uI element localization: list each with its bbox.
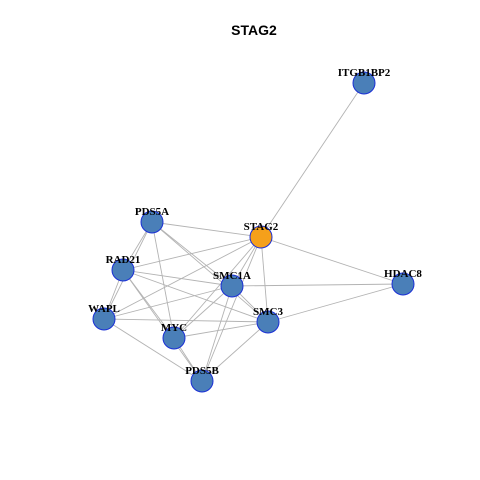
edge-smc1a-myc bbox=[173, 285, 233, 339]
edge-smc3-wapl bbox=[103, 318, 269, 323]
node-smc3[interactable] bbox=[256, 310, 280, 334]
edge-pds5a-myc bbox=[151, 221, 175, 339]
node-label-rad21: RAD21 bbox=[106, 254, 141, 266]
edge-stag2-smc3 bbox=[260, 236, 269, 323]
node-layer bbox=[92, 71, 415, 393]
node-label-smc1a: SMC1A bbox=[213, 270, 251, 282]
edge-stag2-hdac8 bbox=[260, 236, 404, 285]
node-label-wapl: WAPL bbox=[88, 303, 120, 315]
node-label-itgb1bp2: ITGB1BP2 bbox=[338, 67, 391, 79]
edge-wapl-pds5b bbox=[103, 318, 203, 382]
edge-stag2-wapl bbox=[103, 236, 262, 320]
node-itgb1bp2[interactable] bbox=[352, 71, 376, 95]
edge-smc1a-pds5b bbox=[201, 285, 233, 382]
edge-rad21-smc3 bbox=[122, 269, 269, 323]
node-label-pds5b: PDS5B bbox=[185, 365, 219, 377]
edge-stag2-itgb1bp2 bbox=[260, 82, 365, 238]
edge-smc3-pds5b bbox=[201, 321, 269, 382]
edge-pds5a-smc3 bbox=[151, 221, 269, 323]
node-label-pds5a: PDS5A bbox=[135, 206, 169, 218]
edge-rad21-pds5b bbox=[122, 269, 203, 382]
node-pds5b[interactable] bbox=[190, 369, 214, 393]
node-wapl[interactable] bbox=[92, 307, 116, 331]
node-pds5a[interactable] bbox=[140, 210, 164, 234]
edge-smc1a-hdac8 bbox=[231, 283, 404, 287]
node-label-myc: MYC bbox=[161, 322, 187, 334]
edge-smc3-hdac8 bbox=[267, 283, 404, 323]
node-stag2[interactable] bbox=[249, 225, 273, 249]
node-label-hdac8: HDAC8 bbox=[384, 268, 422, 280]
diagram-title: STAG2 bbox=[231, 22, 277, 38]
edge-stag2-pds5a bbox=[151, 221, 262, 238]
edge-smc1a-wapl bbox=[103, 285, 233, 320]
edge-smc3-myc bbox=[173, 321, 269, 339]
edge-stag2-myc bbox=[173, 236, 262, 339]
node-rad21[interactable] bbox=[111, 258, 135, 282]
node-myc[interactable] bbox=[162, 326, 186, 350]
edge-pds5a-smc1a bbox=[151, 221, 233, 287]
node-label-stag2: STAG2 bbox=[244, 221, 279, 233]
node-smc1a[interactable] bbox=[220, 274, 244, 298]
node-hdac8[interactable] bbox=[391, 272, 415, 296]
edge-rad21-smc1a bbox=[122, 269, 233, 287]
node-label-smc3: SMC3 bbox=[253, 306, 283, 318]
